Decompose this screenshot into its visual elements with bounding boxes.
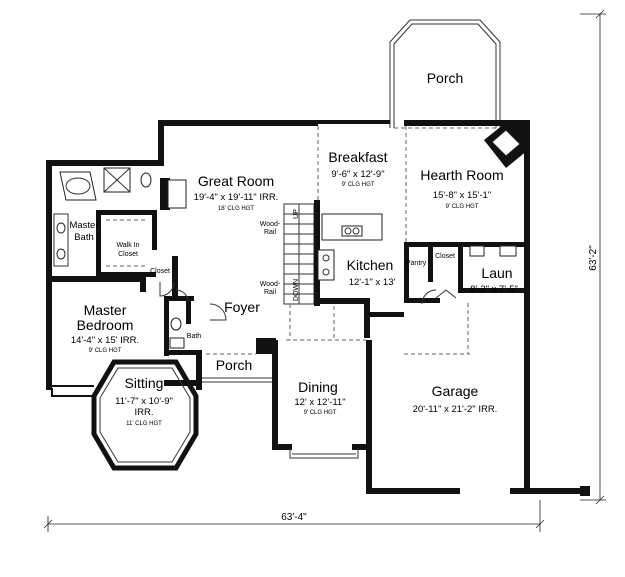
master-bedroom-clg: 9' CLG HGT xyxy=(89,348,122,354)
laundry-label: Laun xyxy=(481,265,512,281)
laundry-dims: 8'-2" x 7'-5" xyxy=(470,284,518,295)
kitchen-dims: 12'-1" x 13' xyxy=(349,277,396,288)
master-bath-label-2: Bath xyxy=(74,232,94,243)
bath-label: Bath xyxy=(187,333,202,340)
door-swings xyxy=(159,281,437,321)
sitting-dims-1: 11'-7" x 10'-9" xyxy=(115,396,173,407)
stair-up-label: UP xyxy=(293,209,300,219)
porch-top-outline xyxy=(389,19,501,129)
hearth-room-fireplace xyxy=(484,124,528,168)
dining-dims: 12' x 12'-11" xyxy=(294,397,345,408)
wood-rail-2b-label: Rail xyxy=(264,289,277,296)
dining-label: Dining xyxy=(298,379,338,395)
porch-top-label: Porch xyxy=(427,70,464,86)
great-room-fireplace xyxy=(160,178,187,210)
sitting-label: Sitting xyxy=(125,375,164,391)
overall-width-dimension: 63'-4" xyxy=(281,512,307,523)
garage-label: Garage xyxy=(432,383,479,399)
overall-depth-dimension: 63'-2" xyxy=(588,245,599,271)
dimension-lines xyxy=(43,9,606,532)
breakfast-dims: 9'-6" x 12'-9" xyxy=(331,169,384,180)
sitting-clg: 11' CLG HGT xyxy=(126,421,162,427)
great-room-dims: 19'-4" x 19'-11" IRR. xyxy=(194,192,279,203)
master-suite-walls xyxy=(46,167,202,356)
stair-down-label: DOWN xyxy=(293,279,300,301)
master-bedroom-label-1: Master xyxy=(84,302,127,318)
master-bedroom-dims: 14'-4" x 15' IRR. xyxy=(71,335,139,346)
foyer-label: Foyer xyxy=(224,299,260,315)
dining-clg: 9' CLG HGT xyxy=(304,410,337,416)
sitting-dims-2: IRR. xyxy=(135,407,154,418)
breakfast-label: Breakfast xyxy=(328,149,387,165)
walk-in-closet-label-1: Walk In xyxy=(116,242,139,249)
closet-right-label: Closet xyxy=(435,253,455,260)
wood-rail-2-label: Wood- xyxy=(260,281,281,288)
master-bath-label-1: Master xyxy=(69,220,98,231)
hearth-room-dims: 15'-8" x 15'-1" xyxy=(433,190,491,201)
staircase xyxy=(283,200,320,306)
great-room-clg: 18' CLG HGT xyxy=(218,206,254,212)
kitchen-layout xyxy=(317,213,404,340)
closet-left-label: Closet xyxy=(150,268,170,275)
kitchen-label: Kitchen xyxy=(347,257,394,273)
breakfast-clg: 9' CLG HGT xyxy=(342,182,375,188)
hearth-room-label: Hearth Room xyxy=(420,167,503,183)
pantry-label: Pantry xyxy=(406,260,427,267)
exterior-walls xyxy=(46,120,590,496)
sitting-room-bay xyxy=(52,359,199,471)
walk-in-closet-label-2: Closet xyxy=(118,251,138,258)
garage-dims: 20'-11" x 21'-2" IRR. xyxy=(413,404,498,415)
wood-rail-1b-label: Rail xyxy=(264,229,277,236)
interior-dashed-lines xyxy=(206,126,470,355)
porch-front-label: Porch xyxy=(216,357,253,373)
hearth-room-clg: 9' CLG HGT xyxy=(446,204,479,210)
wood-rail-1-label: Wood- xyxy=(260,221,281,228)
front-porch xyxy=(202,377,272,383)
great-room-label: Great Room xyxy=(198,173,274,189)
master-bedroom-label-2: Bedroom xyxy=(77,317,134,333)
